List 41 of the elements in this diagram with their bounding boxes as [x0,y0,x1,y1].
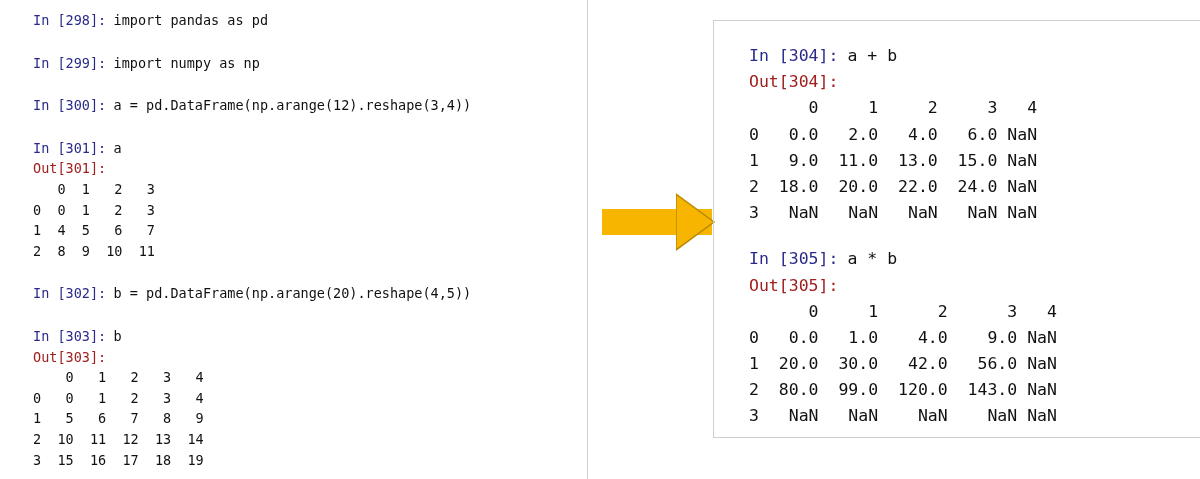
code-text: a = pd.DataFrame(np.arange(12).reshape(3,4)) [113,97,472,114]
table-row: 3 15 16 17 18 19 [33,451,204,468]
table-row: 2 8 9 10 11 [33,242,155,259]
table-row: 0 0 1 2 3 [33,201,155,218]
table-row: 3 NaN NaN NaN NaN NaN [749,406,1057,426]
table-row: 2 18.0 20.0 22.0 24.0 NaN [749,176,1038,196]
code-text: import numpy as np [113,54,260,71]
table-row: 0 0.0 1.0 4.0 9.0 NaN [749,327,1057,347]
table-row: 1 20.0 30.0 42.0 56.0 NaN [749,354,1057,374]
input-prompt: In [298]: [33,12,107,28]
table-row: 2 10 11 12 13 14 [33,430,204,447]
code-text: import pandas as pd [113,12,268,28]
table-row-text: 0 1 2 3 4 [807,98,1038,118]
code-text: b = pd.DataFrame(np.arange(20).reshape(4,5)) [113,285,472,302]
output-prompt: Out[301]: [33,160,107,177]
input-prompt: In [303]: [33,327,107,344]
code-text: b [113,327,122,344]
output-prompt: Out[303]: [33,348,107,365]
table-row: 2 80.0 99.0 120.0 143.0 NaN [749,380,1057,400]
code-text: a [113,139,122,156]
input-prompt: In [299]: [33,54,107,71]
input-prompt: In [300]: [33,97,107,114]
input-prompt: In [302]: [33,285,107,302]
output-panel [713,20,1200,438]
output-prompt: Out[304]: [749,72,839,92]
table-row-text: 0 1 2 3 4 [807,301,1057,321]
output-prompt: Out[305]: [749,275,839,295]
table-row: 1 5 6 7 8 9 [33,410,204,427]
table-row: 1 9.0 11.0 13.0 15.0 NaN [749,150,1038,170]
table-row: 3 NaN NaN NaN NaN NaN [749,203,1038,223]
input-prompt: In [301]: [33,139,107,156]
code-text: a + b [847,46,898,65]
table-row: 0 0 1 2 3 4 [33,389,204,406]
table-row: 0 0.0 2.0 4.0 6.0 NaN [749,124,1038,144]
table-row: 1 4 5 6 7 [33,222,155,239]
input-prompt: In [304]: [749,46,839,65]
table-row-text: 0 1 2 3 4 [64,369,204,386]
input-prompt: In [305]: [749,249,839,269]
code-text: a * b [847,249,898,269]
table-row-text: 0 1 2 3 [56,180,155,197]
block-arrow [602,193,715,251]
